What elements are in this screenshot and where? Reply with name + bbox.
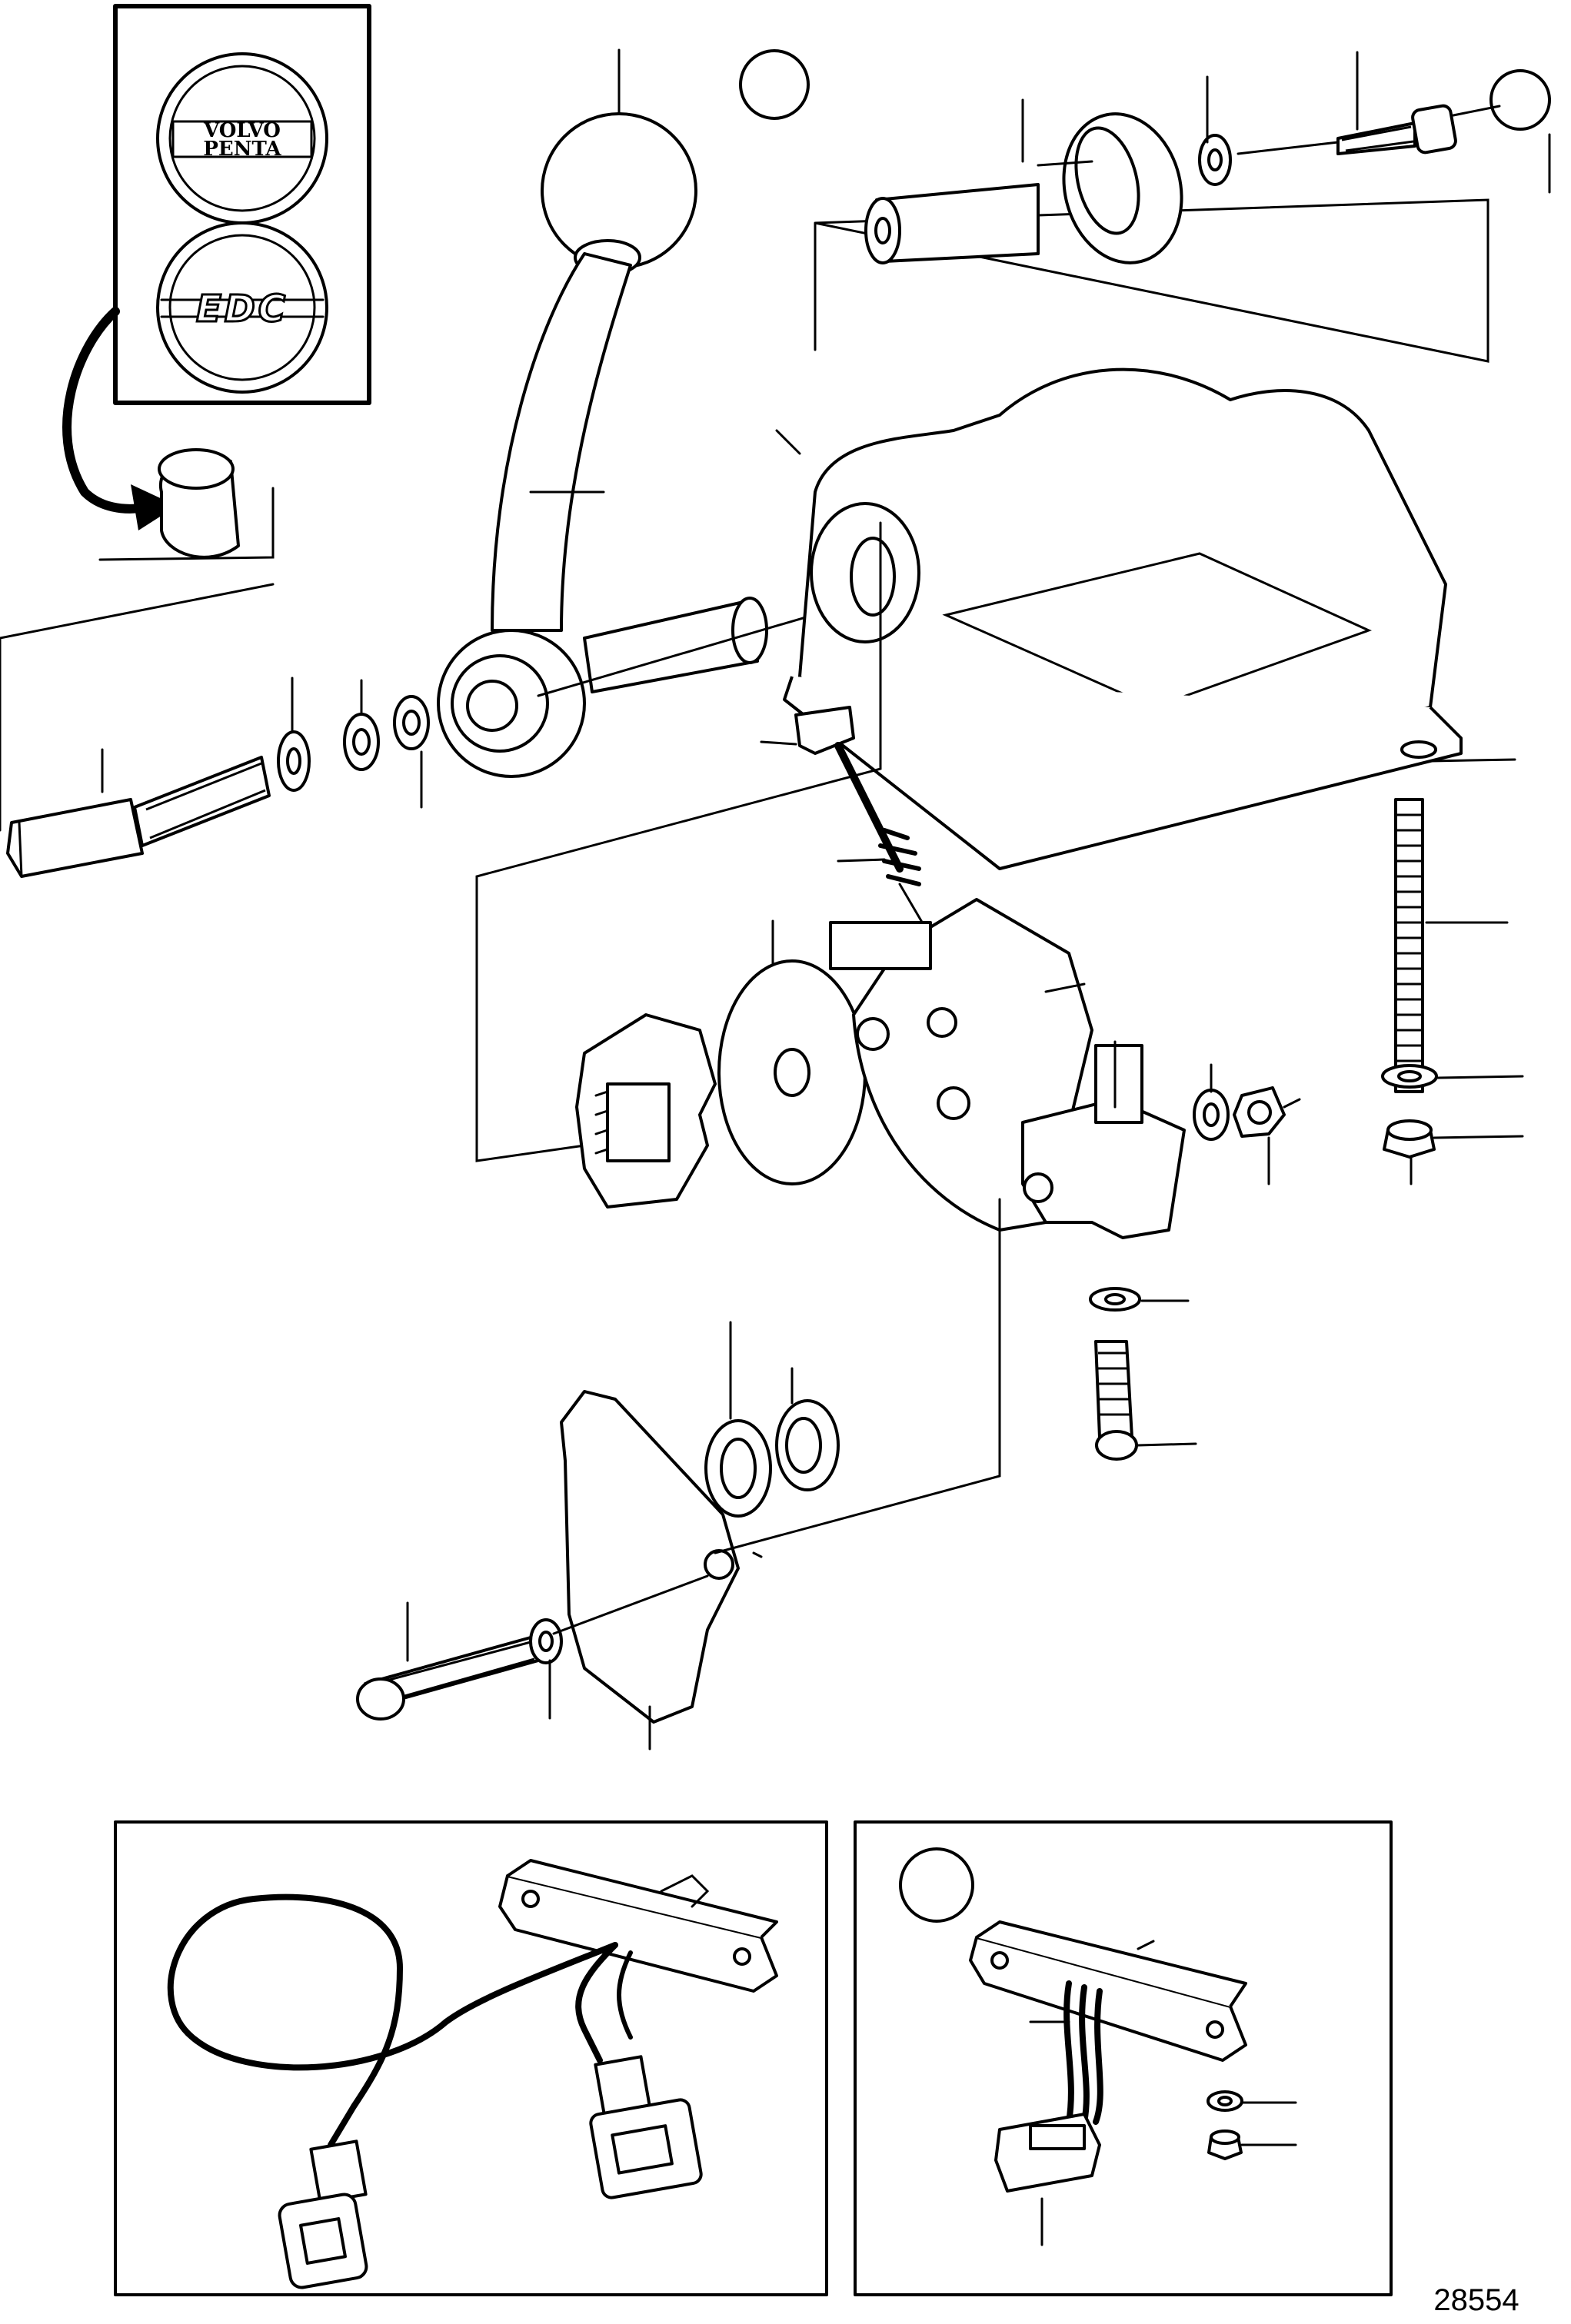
edc-logo-icon: EDC	[156, 221, 328, 394]
edc-emblem-text: EDC	[196, 288, 288, 331]
logo-inset: VOLVO PENTA EDC	[113, 4, 371, 405]
logo-line-volvo: VOLVO	[203, 119, 281, 142]
bracket-part	[1021, 1044, 1286, 1461]
stud-and-nuts	[1381, 798, 1438, 1159]
housing	[775, 367, 1463, 870]
long-bolt	[0, 583, 430, 878]
harness-inset	[114, 1820, 828, 2296]
figure-number: 28554	[1433, 2283, 1519, 2317]
sleeve-assembly	[814, 104, 1489, 363]
arrow-icon	[62, 307, 177, 530]
cap-part	[98, 448, 275, 561]
sensor-kit-inset	[854, 1820, 1393, 2296]
leader-lines	[101, 48, 1551, 1750]
control-lever	[437, 112, 894, 778]
marker-circle	[739, 49, 810, 120]
seal-disc	[1489, 69, 1551, 131]
marker-circle-inset	[899, 1847, 974, 1923]
volvo-penta-logo-icon: VOLVO PENTA	[156, 52, 328, 224]
gear-assembly	[575, 898, 1093, 1232]
sensor-part	[356, 1198, 1001, 1724]
logo-line-penta: PENTA	[203, 138, 281, 161]
